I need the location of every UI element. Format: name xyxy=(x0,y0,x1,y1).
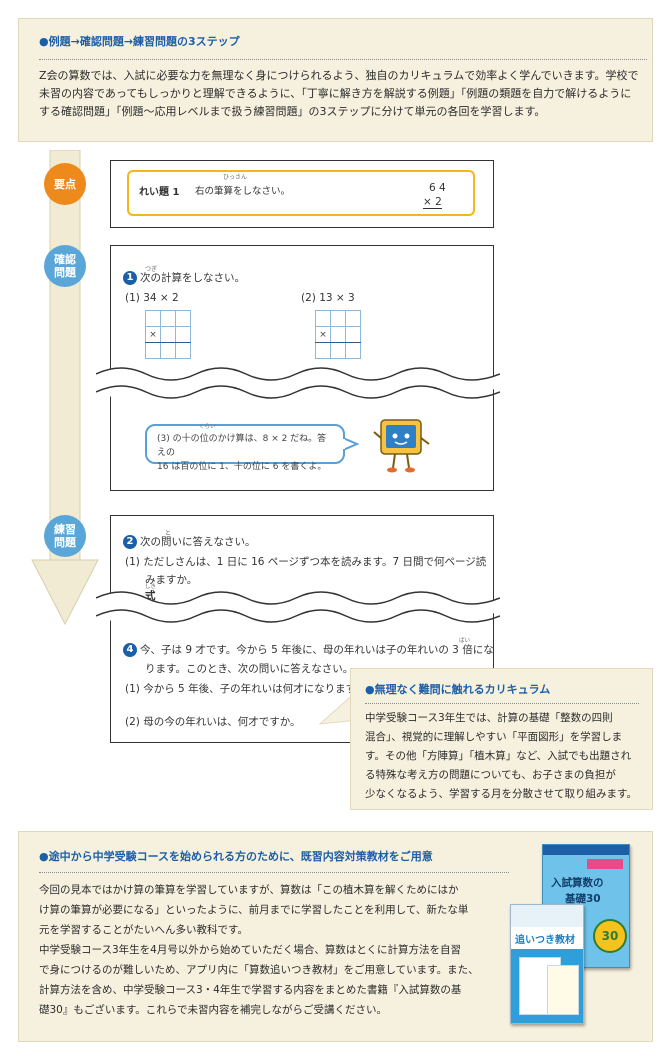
question-number-2: 2 xyxy=(123,535,137,549)
intro-line: Z会の算数では、入試に必要な力を無理なく身につけられるよう、独自のカリキュラムで… xyxy=(39,69,639,82)
book1-title-line1: 入試算数の xyxy=(551,877,604,889)
catchup-line: で身につけるのが難しいため、アプリ内に「算数追いつき教材」をご用意しています。ま… xyxy=(39,964,479,976)
intro-line: する確認問題」「例題〜応用レベルまで扱う練習問題」の3ステップに分けて単元の各回… xyxy=(39,105,546,118)
confirm-q1: (1) 34 × 2 xyxy=(125,292,179,304)
step-badge-yoten: 要点 xyxy=(44,163,86,205)
callout-panel: ●無理なく難問に触れるカリキュラム 中学受験コース3年生では、計算の基礎「整数の… xyxy=(350,668,653,810)
hint-bubble: (3) の十の位のかけ算は、8 × 2 だね。答えの 16 は百の位に 1、十の… xyxy=(145,424,345,472)
grid-cross: × xyxy=(315,326,331,343)
q4-ruby: ばい xyxy=(459,638,471,644)
confirm-ruby: つぎ xyxy=(145,266,158,273)
calc-grid-1: × xyxy=(145,310,191,359)
step-label: 問題 xyxy=(54,266,76,279)
book1-badge: 30 xyxy=(593,919,627,953)
step-label: 問題 xyxy=(54,536,76,549)
example-instruction: 右の筆算をしなさい。 xyxy=(195,186,291,197)
bubble-tail xyxy=(343,436,359,452)
catchup-line: 元を学習することがたいへん多い教科です。 xyxy=(39,924,248,936)
hint-line: (3) の十の位のかけ算は、8 × 2 だね。答えの xyxy=(157,434,327,458)
intro-line: 未習の内容であってもしっかりと理解できるように、「丁寧に解き方を解説する例題」「… xyxy=(39,87,632,100)
intro-title: ●例題→確認問題→練習問題の3ステップ xyxy=(39,35,240,48)
q4-sub2: (2) 母の今の年れいは、何才ですか。 xyxy=(125,716,301,728)
example-top-number: 6 4 xyxy=(429,182,446,194)
q4-line1: 今、子は 9 才です。今から 5 年後に、母の年れいは子の年れいの 3 倍にな xyxy=(140,644,494,656)
catchup-panel: ●途中から中学受験コースを始められる方のために、既習内容対策教材をご用意 今回の… xyxy=(18,831,653,1042)
step-label: 確認 xyxy=(54,253,76,266)
callout-line: す。その他「方陣算」「植木算」など、入試でも出題され xyxy=(365,750,632,762)
book2-title: 追いつき教材 xyxy=(515,935,575,946)
step-label: 要点 xyxy=(54,177,76,191)
callout-line: 中学受験コース3年生では、計算の基礎「整数の四則 xyxy=(365,712,613,724)
shiki-ruby: しき xyxy=(145,584,157,590)
book2-band xyxy=(511,905,583,927)
step-badge-kakunin: 確認 問題 xyxy=(44,245,86,287)
callout-divider xyxy=(365,703,639,704)
hint-line: 16 は百の位に 1、十の位に 6 を書くよ。 xyxy=(157,462,327,472)
book-oitsuki: 追いつき教材 xyxy=(510,904,584,1024)
intro-divider xyxy=(39,59,647,60)
practice-instruction: 次の問いに答えなさい。 xyxy=(140,536,256,548)
callout-line: る特殊な考え方の問題についても、お子さまの負担が xyxy=(365,769,616,781)
step-badge-renshu: 練習 問題 xyxy=(44,515,86,557)
robot-mascot-icon xyxy=(373,419,430,473)
catchup-line: 中学受験コース3年生を4月号以外から始めていただく場合、算数はとくに計算方法を自… xyxy=(39,944,462,956)
wave-break-confirm xyxy=(96,367,500,399)
flow-arrow xyxy=(31,150,99,626)
intro-panel: ●例題→確認問題→練習問題の3ステップ Z会の算数では、入試に必要な力を無理なく… xyxy=(18,18,653,142)
catchup-line: 計算方法を含め、中学受験コース3・4年生で学習する内容をまとめた書籍『入試算数の… xyxy=(39,984,462,996)
callout-tail xyxy=(318,690,358,725)
book2-content-page xyxy=(547,965,579,1015)
calc-grid-2: × xyxy=(315,310,361,359)
catchup-line: け算の筆算が必要になる」といったように、前月までに学習したことを利用して、新たな… xyxy=(39,904,469,916)
book1-header xyxy=(543,845,629,855)
catchup-divider xyxy=(39,872,509,873)
callout-text: 中学受験コース3年生では、計算の基礎「整数の四則 混合」、視覚的に理解しやすい「… xyxy=(365,709,647,804)
shiki-label: 式 xyxy=(145,590,156,602)
practice-p1-line1: (1) ただしさんは、1 日に 16 ページずつ本を読みます。7 日間で何ページ… xyxy=(125,556,487,568)
example-ruby: ひっさん xyxy=(223,174,248,181)
confirm-q2: (2) 13 × 3 xyxy=(301,292,355,304)
catchup-title: ●途中から中学受験コースを始められる方のために、既習内容対策教材をご用意 xyxy=(39,850,433,863)
confirm-instruction: 次の計算をしなさい。 xyxy=(140,272,245,284)
wave-break-practice xyxy=(96,591,500,623)
catchup-text: 今回の見本ではかけ算の筆算を学習していますが、算数は「この植木算を解くためにはか… xyxy=(39,880,509,1020)
book1-title-line2: 基礎30 xyxy=(565,893,601,905)
book1-tag xyxy=(587,859,623,869)
q4-sub1: (1) 今から 5 年後、子の年れいは何才になりますか。 xyxy=(125,683,377,695)
hint-ruby: くらい xyxy=(199,424,216,430)
example-sheet: れい題 1 ひっさん 右の筆算をしなさい。 6 4 × 2 xyxy=(110,160,494,228)
callout-line: 混合」、視覚的に理解しやすい「平面図形」を学習しま xyxy=(365,731,623,743)
example-label: れい題 1 xyxy=(139,187,180,198)
example-bottom-number: × 2 xyxy=(423,196,442,209)
catchup-line: 礎30』もございます。これらで未習内容を補完しながらご受講ください。 xyxy=(39,1004,387,1016)
catchup-line: 今回の見本ではかけ算の筆算を学習していますが、算数は「この植木算を解くためにはか xyxy=(39,884,459,896)
intro-text: Z会の算数では、入試に必要な力を無理なく身につけられるよう、独自のカリキュラムで… xyxy=(39,67,649,121)
step-label: 練習 xyxy=(54,523,76,536)
example-box: れい題 1 ひっさん 右の筆算をしなさい。 6 4 × 2 xyxy=(127,170,475,216)
callout-title: ●無理なく難問に触れるカリキュラム xyxy=(365,683,551,696)
grid-cross: × xyxy=(145,326,161,343)
book1-badge-number: 30 xyxy=(601,929,619,943)
practice-ruby: と xyxy=(165,530,172,537)
question-number-1: 1 xyxy=(123,271,137,285)
callout-line: 少なくなるよう、学習する月を分散させて取り組みます。 xyxy=(365,788,637,800)
question-number-4: 4 xyxy=(123,643,137,657)
q4-line2: ります。このとき、次の問いに答えなさい。 xyxy=(145,663,354,675)
practice-p1-line2: みますか。 xyxy=(145,574,198,586)
